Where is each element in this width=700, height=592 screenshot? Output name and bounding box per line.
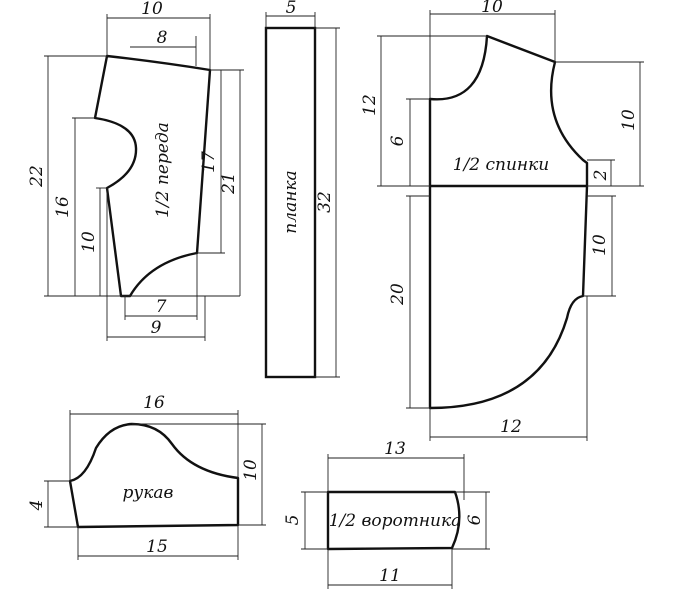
front-piece: 1/2 переда 10 8 22 16 10 17 21 7 9 [27,0,244,341]
front-dim-bottom-full: 9 [151,318,162,338]
collar-piece: 1/2 воротника 13 5 6 11 [283,439,490,589]
front-dim-top-width: 10 [141,0,163,19]
front-dim-lower-side: 10 [79,231,99,253]
placket-piece: планка 5 32 [264,0,340,379]
collar-dim-left-height: 5 [283,515,303,526]
sleeve-dim-top-width: 16 [143,393,165,413]
back-dim-upper-height: 12 [360,94,380,116]
back-label: 1/2 спинки [453,155,549,175]
front-dim-bottom-width: 7 [156,297,167,317]
collar-label: 1/2 воротника [329,511,462,531]
front-dim-shoulder-width: 8 [157,28,168,48]
collar-dim-bottom-width: 11 [379,566,401,586]
sleeve-outline [68,422,240,529]
back-dim-side-step: 2 [591,170,611,182]
back-dim-neck-depth: 6 [388,135,408,146]
sleeve-dim-side-right: 10 [241,459,261,481]
sleeve-dim-bottom-width: 15 [146,537,168,557]
front-label: 1/2 переда [153,122,173,218]
front-dim-side-length: 17 [199,151,219,173]
front-dim-armhole-depth: 16 [53,196,73,218]
placket-dim-length: 32 [315,191,335,213]
front-outline [93,54,212,298]
sleeve-label: рукав [123,483,174,503]
back-dim-shoulder-drop: 10 [619,109,639,131]
back-dim-lower-side: 10 [590,234,610,256]
back-dim-bottom-width: 12 [500,417,522,437]
back-dim-top-width: 10 [481,0,503,17]
back-outline [428,34,589,410]
collar-dim-top-width: 13 [384,439,406,459]
back-piece: 1/2 спинки 10 12 6 10 2 10 20 12 [360,0,644,441]
front-dim-side-height: 21 [219,172,239,195]
sleeve-dim-side-left: 4 [27,500,47,512]
back-dim-lower-height: 20 [388,283,408,306]
placket-outline [264,26,317,379]
placket-dim-width: 5 [286,0,297,18]
collar-outline [326,490,461,551]
sleeve-piece: рукав 16 4 10 15 [27,393,266,560]
collar-dim-right-height: 6 [465,514,485,525]
placket-label: планка [281,170,301,233]
front-dim-height: 22 [27,165,47,188]
